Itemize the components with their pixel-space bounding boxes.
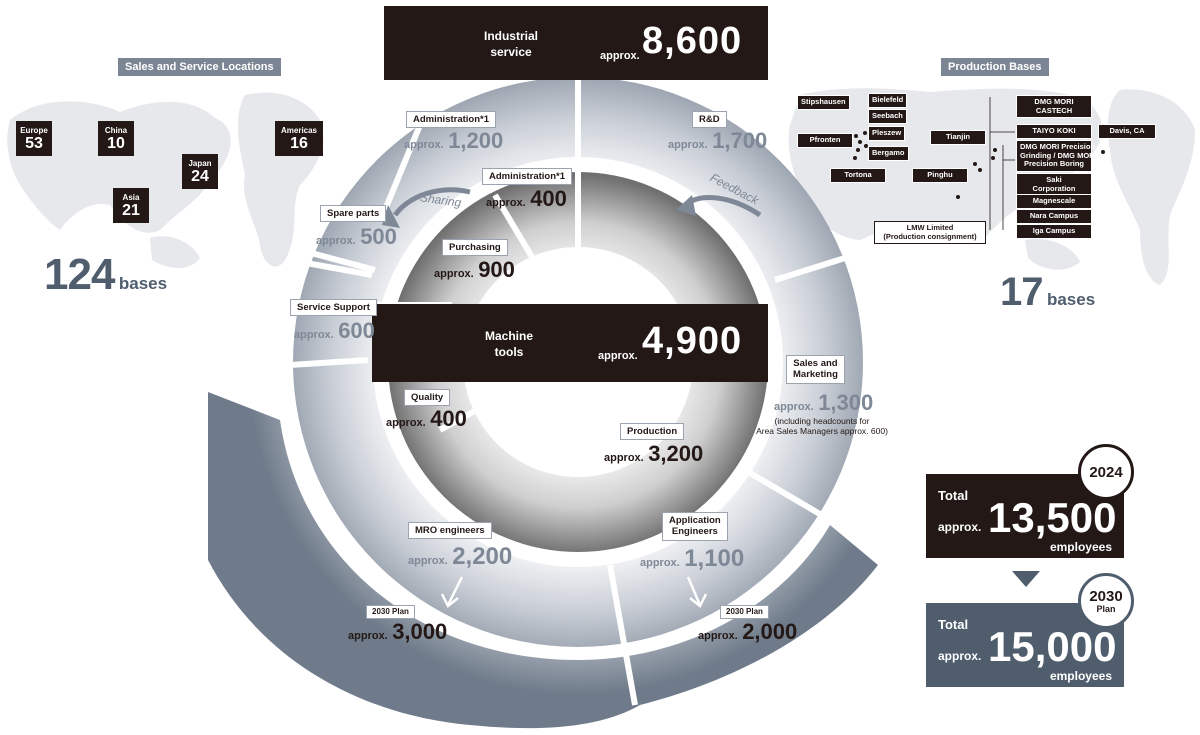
world-map-right — [788, 88, 1195, 285]
mro-plan-arrow — [446, 576, 464, 606]
total-2030-title: Total — [938, 617, 969, 632]
value-app-plan: approx. 2,000 — [698, 619, 798, 644]
site-iga-campus: Iga Campus — [1016, 224, 1092, 239]
production-bases-total: 17 bases — [1000, 270, 1096, 314]
world-map-left — [7, 92, 324, 268]
sharing-arrow — [393, 187, 471, 217]
label-application-engineers: Application Engineers — [662, 512, 728, 541]
site-precision-grinding: DMG MORI Precision Grinding / DMG MORI P… — [1016, 140, 1097, 172]
value-rnd: approx. 1,700 — [668, 128, 768, 153]
region-japan: Japan 24 — [182, 154, 218, 189]
total-2024-value: 13,500 — [988, 494, 1117, 541]
app-plan-arrow — [686, 576, 702, 606]
site-bielefeld: Bielefeld — [868, 93, 908, 108]
year-2024-badge: 2024 — [1078, 444, 1134, 500]
site-seebach: Seebach — [868, 109, 907, 124]
site-pfronten: Pfronten — [797, 133, 853, 148]
approx-label: approx. — [598, 350, 638, 362]
site-nara-campus: Nara Campus — [1016, 209, 1092, 224]
site-lmw: LMW Limited (Production consignment) — [874, 221, 986, 245]
site-pinghu: Pinghu — [912, 168, 968, 183]
approx-label: approx. — [938, 649, 982, 663]
value-sales-marketing: approx. 1,300 — [774, 390, 874, 415]
label-mro-plan: 2030 Plan — [366, 605, 415, 619]
site-tianjin: Tianjin — [930, 130, 986, 145]
label-service-support: Service Support — [290, 299, 377, 317]
outer-ring-separators — [289, 80, 846, 706]
sales-bases-total: 124 bases — [44, 250, 168, 299]
total-2024-box: Total approx. 13,500 employees — [926, 474, 1124, 558]
industrial-service-box: Industrial service approx. 8,600 — [384, 6, 768, 80]
value-mro-engineers: approx. 2,200 — [408, 543, 513, 570]
total-2024-unit: employees — [1049, 540, 1112, 554]
region-asia: Asia 21 — [113, 188, 149, 223]
label-production: Production — [620, 423, 685, 441]
total-2030-value: 15,000 — [988, 623, 1117, 670]
site-pleszew: Pleszew — [868, 126, 906, 141]
total-2030-unit: employees — [1049, 669, 1112, 683]
value-purchasing: approx. 900 — [434, 257, 515, 282]
label-quality: Quality — [404, 389, 451, 407]
value-spare-parts: approx. 500 — [316, 224, 397, 249]
region-europe: Europe 53 — [16, 121, 52, 156]
site-taiyo-koki: TAIYO KOKI — [1016, 124, 1092, 139]
total-2024-title: Total — [938, 488, 969, 503]
note-sales-marketing: (including headcounts for Area Sales Man… — [756, 416, 888, 436]
machine-tools-value: 4,900 — [642, 320, 743, 362]
label-sales-marketing: Sales and Marketing — [786, 355, 845, 384]
plan-2030-extension — [208, 392, 878, 729]
label-rnd: R&D — [692, 111, 727, 129]
site-stipshausen: Stipshausen — [797, 95, 850, 110]
value-service-support: approx. 600 — [294, 318, 375, 343]
value-application-engineers: approx. 1,100 — [640, 545, 745, 572]
site-castech: DMG MORI CASTECH — [1016, 95, 1092, 119]
value-mro-plan: approx. 3,000 — [348, 619, 448, 644]
site-davis: Davis, CA — [1098, 124, 1156, 139]
totals-down-arrow — [1012, 571, 1040, 587]
value-administration-inner: approx. 400 — [486, 186, 567, 211]
label-app-plan: 2030 Plan — [720, 605, 769, 619]
approx-label: approx. — [600, 50, 640, 62]
industrial-service-title: Industrial service — [483, 29, 538, 60]
machine-tools-box: Machine tools approx. 4,900 — [372, 304, 768, 382]
approx-label: approx. — [938, 520, 982, 534]
year-2030-badge: 2030 Plan — [1078, 573, 1134, 629]
site-bergamo: Bergamo — [868, 146, 909, 161]
label-mro-engineers: MRO engineers — [408, 522, 492, 540]
sales-locations-header: Sales and Service Locations — [118, 58, 281, 76]
site-saki: Saki Corporation — [1016, 173, 1092, 197]
region-americas: Americas 16 — [275, 121, 323, 156]
value-production: approx. 3,200 — [604, 441, 704, 466]
label-administration-outer: Administration*1 — [406, 111, 497, 129]
site-tortona: Tortona — [830, 168, 886, 183]
site-magnescale: Magnescale — [1016, 194, 1092, 209]
region-china: China 10 — [98, 121, 134, 156]
label-purchasing: Purchasing — [442, 239, 508, 257]
value-quality: approx. 400 — [386, 406, 467, 431]
value-administration-outer: approx. 1,200 — [404, 128, 504, 153]
machine-tools-title: Machine tools — [484, 329, 533, 360]
industrial-service-value: 8,600 — [642, 20, 743, 62]
label-administration-inner: Administration*1 — [482, 168, 573, 186]
label-spare-parts: Spare parts — [320, 205, 387, 223]
inner-ring-separators — [438, 172, 581, 433]
production-bases-header: Production Bases — [941, 58, 1049, 76]
